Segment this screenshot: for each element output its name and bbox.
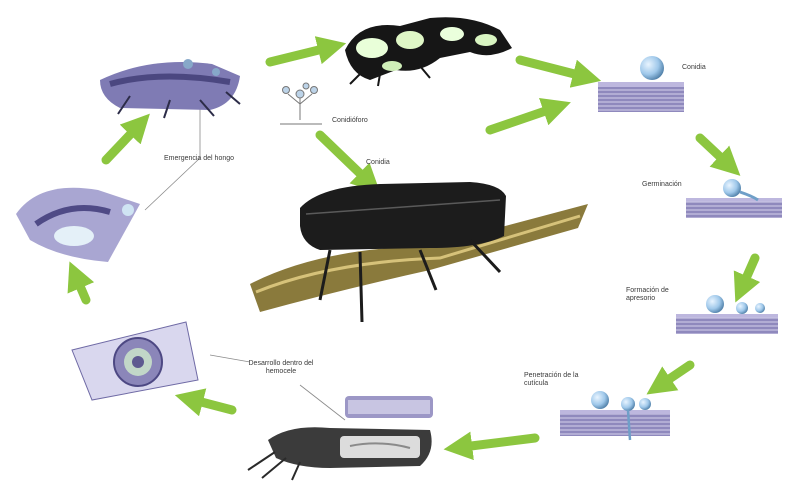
cycle-arrow-8: [74, 272, 86, 300]
label-appressorium: Formación de apresorio: [626, 287, 698, 303]
label-growth-hemocoel: Desarrollo dentro del hemocele: [248, 360, 314, 376]
sporulating-insect: [345, 17, 512, 86]
label-conidiophore: Conidióforo: [332, 117, 368, 125]
cycle-arrow-4: [740, 258, 755, 292]
cycle-arrow-1: [270, 46, 335, 62]
cycle-arrow-3: [700, 138, 732, 168]
germination-stage: [686, 179, 782, 218]
label-germination: Germinación: [642, 181, 682, 189]
conidiophore-drawing: [280, 83, 322, 124]
infected-tissue-section: [16, 188, 140, 262]
fungal-emergence: [100, 59, 240, 118]
pointer-line-growth: [210, 355, 250, 362]
central-insect-on-branch: [250, 182, 588, 322]
label-emergence: Emergencia del hongo: [144, 155, 254, 163]
label-penetration: Penetración de la cutícula: [524, 372, 596, 388]
conidium-on-cuticle: [598, 56, 684, 112]
cycle-arrow-9: [106, 122, 142, 160]
hemocoel-cell: [72, 322, 198, 400]
pointer-line-emergence: [145, 158, 200, 210]
label-conidia-center: Conidia: [366, 159, 390, 167]
cycle-arrow-11: [320, 135, 372, 185]
cycle-arrow-6: [455, 438, 535, 448]
cycle-arrow-2: [520, 60, 590, 78]
label-conidia-top: Conidia: [682, 64, 706, 72]
cycle-arrow-7: [186, 398, 232, 410]
penetration-stage: [560, 391, 670, 440]
pointer-line-growth-down: [300, 385, 345, 420]
infected-insect: [248, 396, 433, 480]
cycle-arrow-5: [656, 365, 690, 388]
cycle-arrow-10: [490, 106, 560, 130]
